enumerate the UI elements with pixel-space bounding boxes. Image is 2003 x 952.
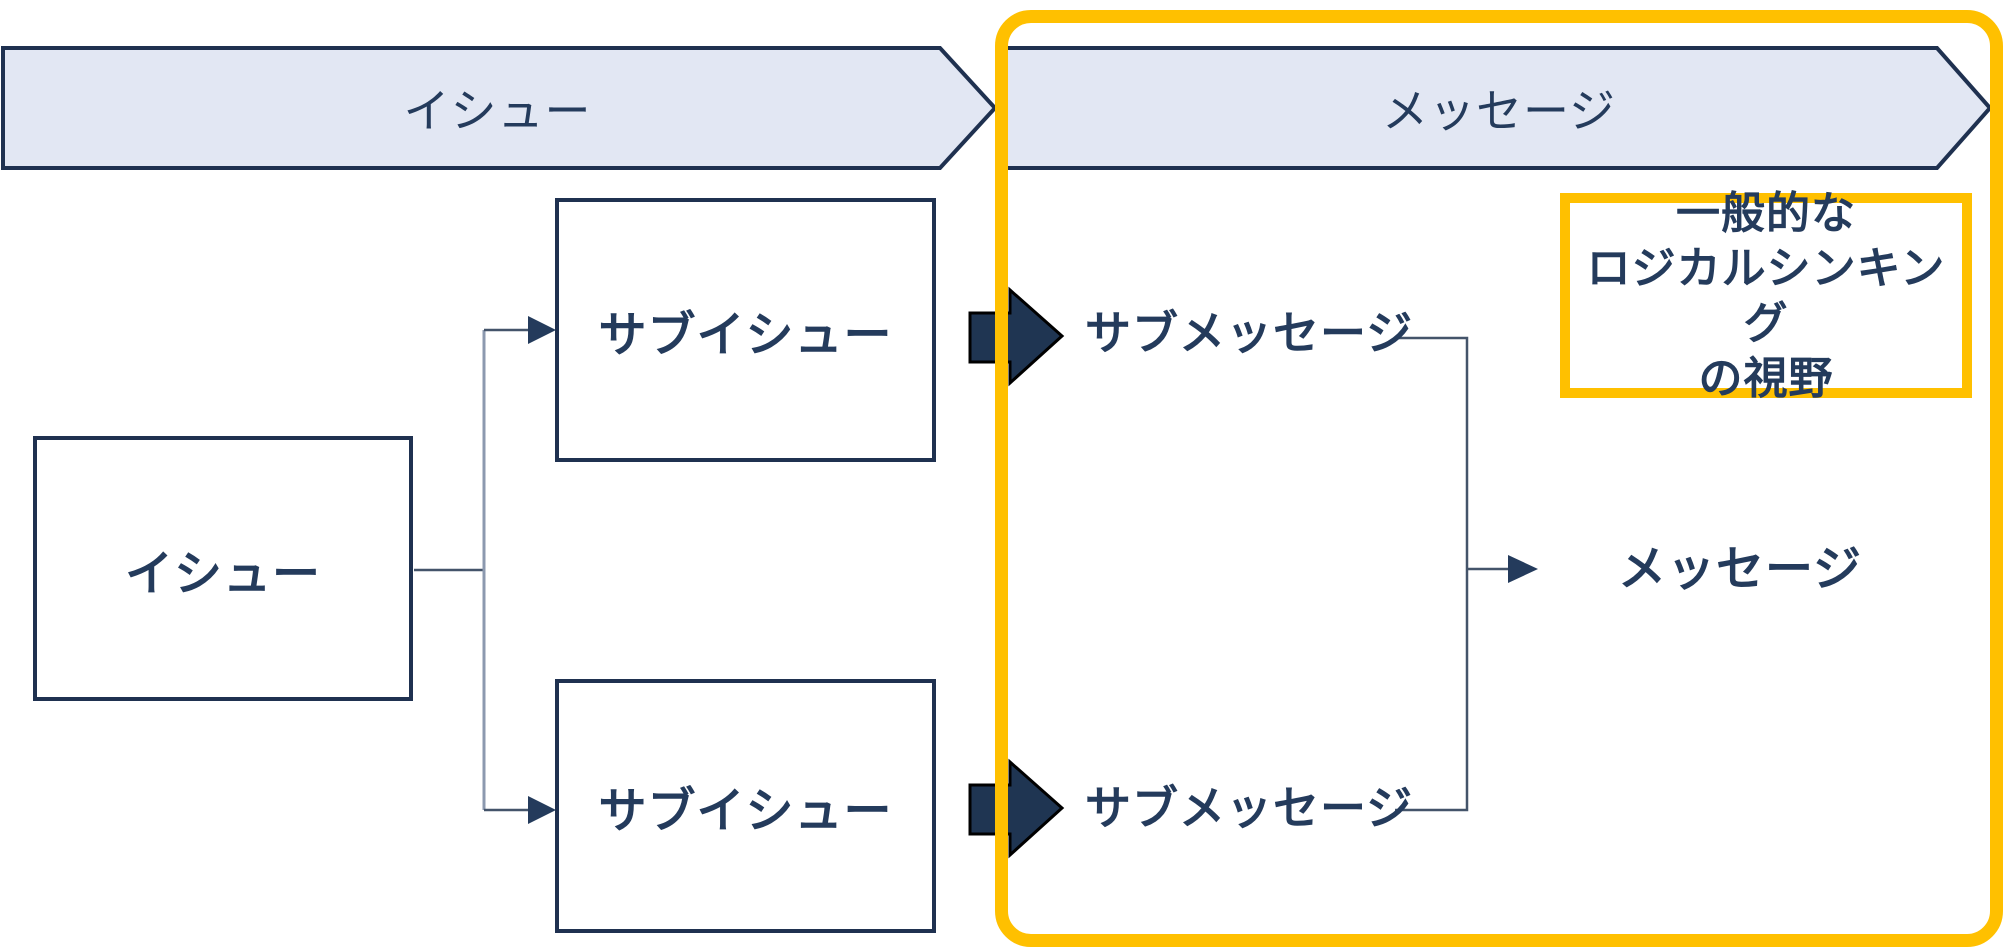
message-label: メッセージ (1618, 543, 1863, 596)
block-arrow-bottom-icon (968, 758, 1065, 859)
message-banner-label: メッセージ (1381, 85, 1617, 137)
sub-issue-box-top: サブイシュー (555, 198, 936, 462)
callout-line-2: ロジカルシンキング (1586, 243, 1946, 348)
sub-issue-top-label: サブイシュー (598, 309, 893, 362)
logical-thinking-callout: 一般的な ロジカルシンキング の視野 (1560, 189, 1972, 403)
sub-issue-box-bottom: サブイシュー (555, 679, 936, 933)
sub-message-bottom-label: サブメッセージ (1085, 782, 1414, 834)
issue-box: イシュー (33, 436, 413, 701)
arrowhead-subissue-bottom-icon (528, 796, 556, 824)
connector-submessages-bracket (1395, 336, 1469, 812)
issue-banner-label: イシュー (403, 85, 592, 137)
issue-box-label: イシュー (124, 547, 321, 601)
sub-message-top-label: サブメッセージ (1085, 307, 1414, 359)
issue-banner-chevron (1, 46, 998, 170)
arrowhead-message-icon (1508, 555, 1538, 583)
block-arrow-top-icon (968, 286, 1065, 387)
sub-issue-bottom-label: サブイシュー (598, 785, 893, 838)
callout-line-3: の視野 (1698, 353, 1834, 403)
callout-line-1: 一般的な (1676, 188, 1856, 238)
arrowhead-subissue-top-icon (528, 316, 556, 344)
